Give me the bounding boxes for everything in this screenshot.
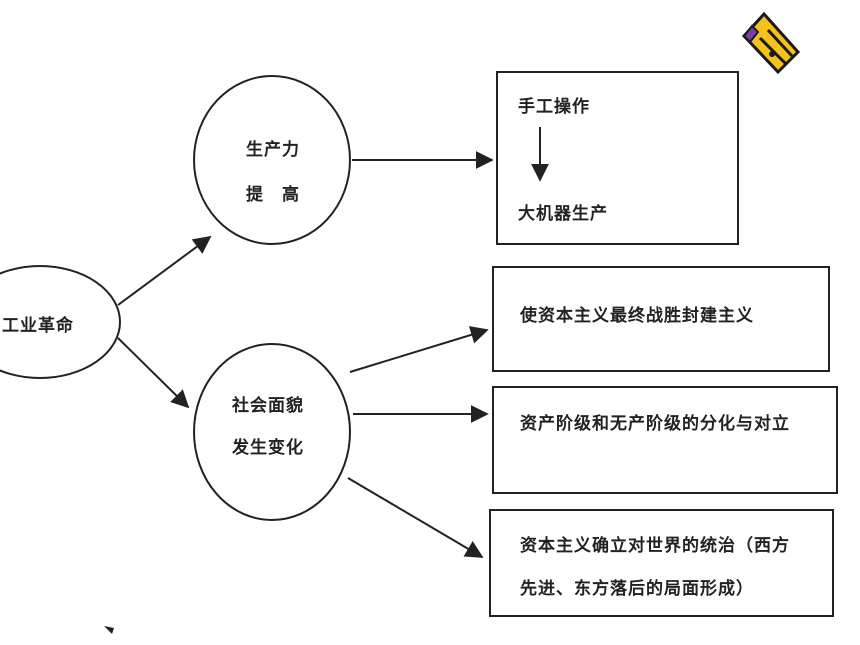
outcome-3-line1: 资本主义确立对世界的统治（西方: [520, 536, 790, 556]
outcome-box-1: [492, 266, 830, 372]
society-node: [193, 343, 351, 521]
productivity-label-line1: 生产力: [246, 140, 300, 160]
society-label-line2: 发生变化: [232, 438, 304, 458]
arrow-society-to-outcome-1: [349, 326, 489, 373]
root-label: 工业革命: [2, 316, 74, 336]
outcome-box-3: [489, 509, 834, 617]
stray-mark: [104, 626, 114, 634]
outcome-2-text: 资产阶级和无产阶级的分化与对立: [520, 414, 790, 434]
outcome-box-2: [492, 386, 838, 494]
outcome-1-text: 使资本主义最终战胜封建主义: [520, 306, 754, 326]
productivity-node: [193, 75, 351, 245]
root-node: [0, 265, 121, 379]
production-box: [496, 71, 739, 245]
arrow-root-to-productivity: [117, 235, 212, 306]
production-to-label: 大机器生产: [518, 204, 608, 224]
outcome-3-line2: 先进、东方落后的局面形成）: [520, 579, 754, 599]
society-label-line1: 社会面貌: [232, 396, 304, 416]
pencil-icon: [741, 11, 801, 75]
production-from-label: 手工操作: [518, 97, 590, 117]
arrow-root-to-society: [117, 337, 190, 409]
arrow-society-to-outcome-3: [347, 477, 484, 558]
productivity-label-line2: 提 高: [246, 185, 300, 205]
